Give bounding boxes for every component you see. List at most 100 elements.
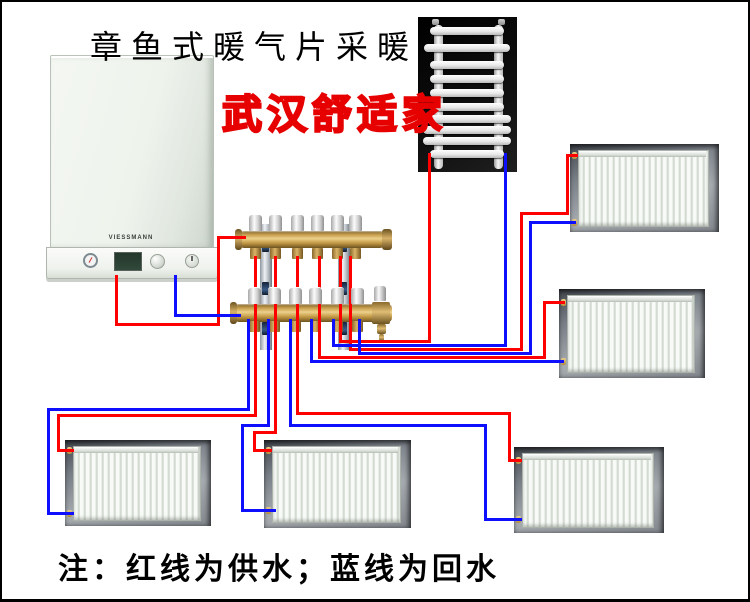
supply-pipe-towel — [339, 340, 431, 343]
supply-pipe-boiler — [115, 323, 220, 326]
return-pipe-bottom-right — [484, 518, 522, 521]
manifold-valve-cap — [309, 288, 322, 304]
manifold-valve-cap — [268, 288, 281, 304]
supply-manifold-bar — [240, 231, 384, 248]
manifold-outlet — [350, 248, 361, 259]
manifold-outlet — [312, 248, 323, 259]
legend-note: 注：红线为供水；蓝线为回水 — [58, 553, 500, 586]
manifold-outlet — [332, 321, 343, 332]
bracket-slot — [340, 322, 347, 335]
return-pipe-bottom-right — [289, 424, 487, 427]
towel-rung — [423, 137, 511, 145]
manifold-valve-cap — [331, 288, 344, 304]
manifold-valve-cap — [248, 288, 261, 304]
supply-pipe-towel — [428, 153, 431, 343]
return-pipe-boiler — [174, 275, 177, 317]
radiator-top-rail-mid-right — [568, 296, 692, 302]
towel-rung — [424, 44, 510, 52]
radiator-top-rail-bottom-left — [74, 447, 198, 453]
supply-pipe-mid-right — [318, 256, 321, 359]
boiler-brand-label: VIESSMANN — [108, 235, 154, 241]
radiator-top-rail-bottom-middle — [273, 447, 398, 453]
towel-rung — [423, 115, 511, 123]
return-pipe-bottom-middle — [241, 424, 270, 427]
supply-pipe-bottom-left — [57, 414, 60, 452]
manifold-valve-cap — [311, 215, 324, 231]
supply-pipe-top-right — [520, 212, 569, 215]
return-pipe-bottom-left — [47, 408, 50, 515]
supply-manifold-end — [382, 229, 392, 250]
supply-pipe-bottom-right — [296, 256, 299, 415]
supply-pipe-boiler — [115, 275, 118, 326]
return-manifold-end — [230, 302, 237, 324]
brand-watermark: 武汉舒适家 — [221, 91, 447, 138]
supply-pipe-top-right — [566, 154, 569, 215]
towel-rail-left — [434, 25, 443, 169]
supply-pipe-bottom-middle — [274, 256, 277, 434]
towel-rail-right — [494, 25, 503, 169]
manifold-outlet — [270, 248, 281, 259]
supply-manifold-end — [235, 229, 242, 250]
supply-pipe-bottom-right — [508, 459, 522, 462]
boiler-dial — [185, 254, 199, 268]
return-pipe-towel — [332, 319, 335, 347]
supply-pipe-mid-right — [543, 301, 546, 359]
supply-pipe-top-right — [349, 348, 523, 351]
supply-pipe-mid-right — [543, 301, 565, 304]
return-pipe-bottom-left — [47, 408, 250, 411]
return-pipe-top-right — [358, 352, 532, 355]
supply-pipe-mid-right — [318, 356, 546, 359]
manifold-valve-cap — [269, 215, 282, 231]
manifold-valve-cap — [249, 215, 262, 231]
boiler-lcd-display — [114, 252, 142, 271]
return-pipe-bottom-right — [484, 424, 487, 521]
towel-radiator — [418, 17, 517, 172]
manifold-drain-tip — [379, 334, 384, 341]
manifold-outlet — [292, 248, 303, 259]
return-pipe-bottom-left — [247, 319, 250, 411]
supply-pipe-bottom-right — [296, 412, 511, 415]
supply-pipe-bottom-middle — [253, 449, 272, 452]
supply-pipe-bottom-left — [57, 414, 257, 417]
towel-rung — [430, 89, 504, 97]
supply-pipe-top-right — [349, 256, 352, 351]
return-pipe-towel — [504, 153, 507, 347]
manifold-drain-stem — [377, 324, 386, 334]
return-pipe-bottom-right — [289, 319, 292, 427]
return-pipe-mid-right — [310, 319, 313, 363]
bracket-slot — [262, 282, 269, 295]
manifold-valve-cap — [331, 215, 344, 231]
return-pipe-mid-right — [310, 360, 564, 363]
radiator-top-rail-top-right — [579, 151, 706, 157]
supply-pipe-boiler — [217, 236, 246, 239]
manifold-drain-cap — [374, 286, 386, 301]
boiler-pressure-gauge — [83, 253, 98, 268]
towel-rung — [430, 75, 504, 83]
manifold-valve-cap — [351, 288, 364, 304]
return-pipe-bottom-middle — [241, 509, 276, 512]
radiator-panel-bottom-left — [73, 446, 201, 521]
supply-pipe-bottom-middle — [253, 431, 256, 452]
towel-rung — [430, 150, 504, 158]
page-title: 章鱼式暖气片采暖 — [90, 29, 419, 65]
radiator-panel-bottom-right — [522, 453, 654, 528]
return-pipe-towel — [332, 344, 507, 347]
towel-rung — [430, 103, 504, 111]
return-pipe-top-right — [529, 221, 532, 355]
return-pipe-top-right — [529, 221, 576, 224]
boiler-image — [50, 55, 214, 248]
supply-pipe-top-right — [566, 154, 578, 157]
supply-pipe-bottom-left — [254, 256, 257, 417]
return-pipe-bottom-left — [47, 512, 74, 515]
towel-rung — [430, 61, 504, 69]
manifold-outlet — [310, 321, 321, 332]
manifold-outlet — [250, 248, 261, 259]
supply-pipe-bottom-left — [57, 449, 74, 452]
radiator-panel-bottom-middle — [272, 446, 401, 523]
radiator-panel-mid-right — [567, 295, 695, 373]
manifold-valve-cap — [291, 215, 304, 231]
manifold-outlet — [290, 321, 301, 332]
supply-pipe-top-right — [520, 212, 523, 351]
boiler-knob — [150, 254, 165, 269]
